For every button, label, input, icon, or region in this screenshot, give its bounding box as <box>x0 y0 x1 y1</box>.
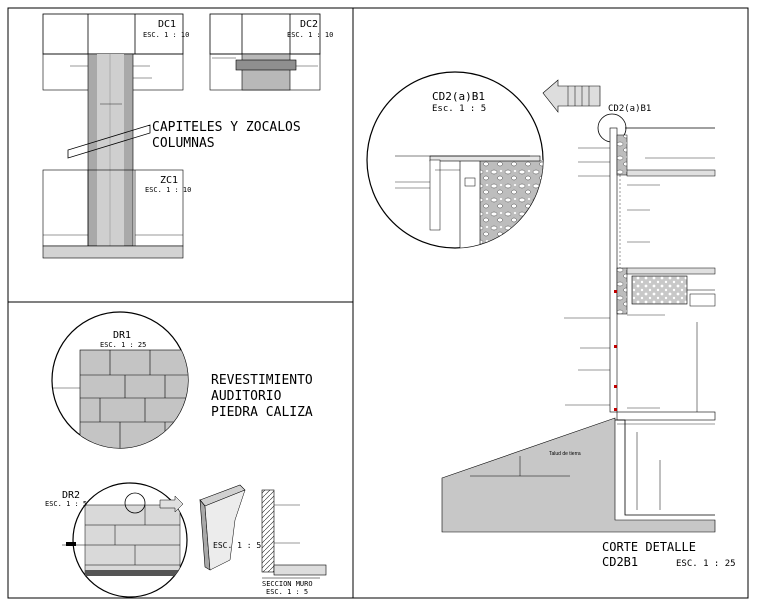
seccion-muro-title: SECCION MURO <box>262 580 313 588</box>
cd2-detail-bubble: CD2(a)B1 Esc. 1 : 5 <box>366 71 544 249</box>
dr1-detail: DR1 ESC. 1 : 25 REVESTIMIENTO AUDITORIO … <box>51 311 313 449</box>
corte-title-line2: CD2B1 <box>602 555 638 569</box>
corte-scale: ESC. 1 : 25 <box>676 559 736 569</box>
dc1-title: DC1 <box>158 19 176 30</box>
corte-title-line1: CORTE DETALLE <box>602 540 696 554</box>
column-detail-panel: DC1 ESC. 1 : 10 DC2 ESC. 1 : 10 ZC1 ESC.… <box>42 13 333 259</box>
capiteles-title-line1: CAPITELES Y ZOCALOS <box>152 120 301 135</box>
dc2-title: DC2 <box>300 19 318 30</box>
cd2-bubble-scale: Esc. 1 : 5 <box>432 104 486 114</box>
zc1-scale: ESC. 1 : 10 <box>145 186 191 194</box>
cd2-marker-label: CD2(a)B1 <box>608 104 651 114</box>
dr1-scale: ESC. 1 : 25 <box>100 341 146 349</box>
revestimiento-line3: PIEDRA CALIZA <box>211 405 313 420</box>
dr2-detail: DR2 ESC. 1 : 5 ESC. 1 : 5 SECCION MURO E… <box>45 482 327 598</box>
zc1-title: ZC1 <box>160 175 178 186</box>
dr2-piece-scale: ESC. 1 : 5 <box>213 541 261 550</box>
dr1-title: DR1 <box>113 330 131 341</box>
revestimiento-line1: REVESTIMIENTO <box>211 373 313 388</box>
dc1-scale: ESC. 1 : 10 <box>143 31 189 39</box>
talud-label: Talud de tierra <box>549 451 581 457</box>
capiteles-title-line2: COLUMNAS <box>152 136 215 151</box>
cd2-bubble-title: CD2(a)B1 <box>432 90 485 103</box>
dr2-title: DR2 <box>62 490 80 501</box>
dr2-scale: ESC. 1 : 5 <box>45 500 87 508</box>
seccion-muro-scale: ESC. 1 : 5 <box>266 588 308 596</box>
dc2-scale: ESC. 1 : 10 <box>287 31 333 39</box>
sheet-frame <box>7 7 749 599</box>
revestimiento-line2: AUDITORIO <box>211 389 282 404</box>
corte-detalle-section: CD2(a)B1 Talud de tierra CORTE DETALLE C… <box>441 79 736 569</box>
